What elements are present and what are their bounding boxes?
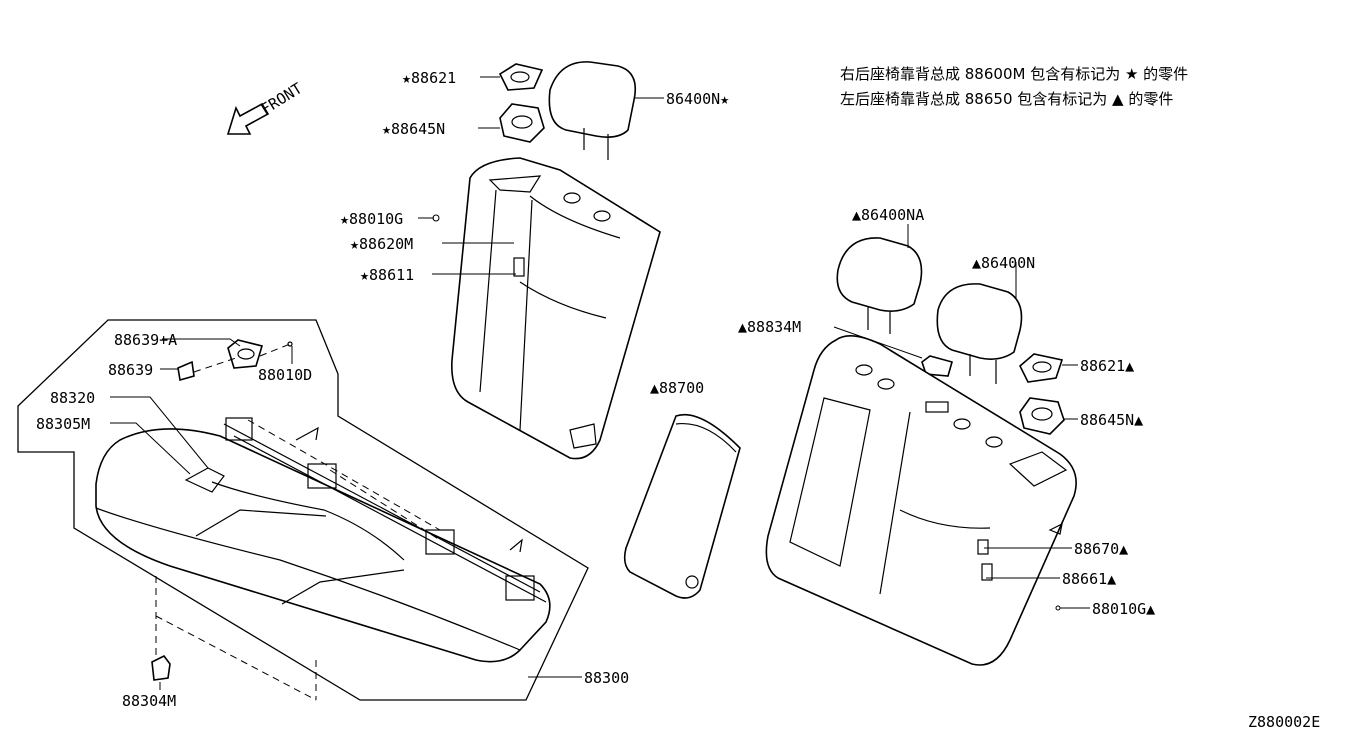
headrest-86400n-left (936, 283, 1023, 360)
cushion-88300 (95, 428, 551, 663)
label-88670: 88670▲ (1074, 540, 1128, 558)
label-88611-star: ★88611 (360, 266, 414, 284)
label-88621-star: ★88621 (402, 69, 456, 87)
headrest-86400n-right (548, 61, 637, 138)
label-88645n-tri: 88645N▲ (1080, 411, 1143, 429)
label-88661: 88661▲ (1062, 570, 1116, 588)
armrest-88700 (623, 414, 741, 599)
label-86400na: ▲86400NA (852, 206, 924, 224)
clip-88304m (151, 654, 171, 681)
hook-88639a (227, 339, 264, 369)
label-88639a: 88639+A (114, 331, 177, 349)
label-86400n-tri: ▲86400N (972, 254, 1035, 272)
latch-88645n-right (499, 103, 545, 143)
label-88320: 88320 (50, 389, 95, 407)
left-seatback-assembly (765, 237, 1077, 666)
label-86400n-star: 86400N★ (666, 90, 729, 108)
clip-88639 (177, 360, 195, 382)
label-88300: 88300 (584, 669, 629, 687)
front-arrow-icon (226, 102, 270, 135)
front-direction-arrow: FRONT (226, 79, 306, 135)
seat-cushion-assembly (17, 319, 589, 701)
leader-lines (110, 76, 1090, 690)
label-88010g-tri: 88010G▲ (1092, 600, 1155, 618)
cushion-frame-bar (223, 423, 547, 603)
strap-88320 (184, 467, 225, 493)
note-left-seatback: 左后座椅靠背总成 88650 包含有标记为 ▲ 的零件 (840, 90, 1173, 108)
seatback-right-body (451, 157, 661, 460)
label-88010g-star: ★88010G (340, 210, 403, 228)
diagram-code: Z880002E (1248, 713, 1320, 731)
clip-88010d (287, 341, 293, 347)
latch-88645n-left (1019, 397, 1065, 435)
cushion-frame-outline (17, 319, 589, 701)
label-88621-tri: 88621▲ (1080, 357, 1134, 375)
label-88645n-star: ★88645N (382, 120, 445, 138)
right-seatback-assembly (451, 61, 661, 460)
note-right-seatback: 右后座椅靠背总成 88600M 包含有标记为 ★ 的零件 (840, 65, 1188, 83)
bracket-88621-left (1019, 353, 1064, 383)
label-88700: ▲88700 (650, 379, 704, 397)
headrest-86400na (836, 237, 923, 312)
label-88620m-star: ★88620M (350, 235, 413, 253)
label-88304m: 88304M (122, 692, 176, 710)
bracket-88621-right (498, 63, 544, 91)
label-88834m: ▲88834M (738, 318, 801, 336)
label-88639: 88639 (108, 361, 153, 379)
label-88305m: 88305M (36, 415, 90, 433)
seatback-left-body (765, 335, 1077, 666)
front-label: FRONT (258, 79, 306, 118)
label-88010d: 88010D (258, 366, 312, 384)
